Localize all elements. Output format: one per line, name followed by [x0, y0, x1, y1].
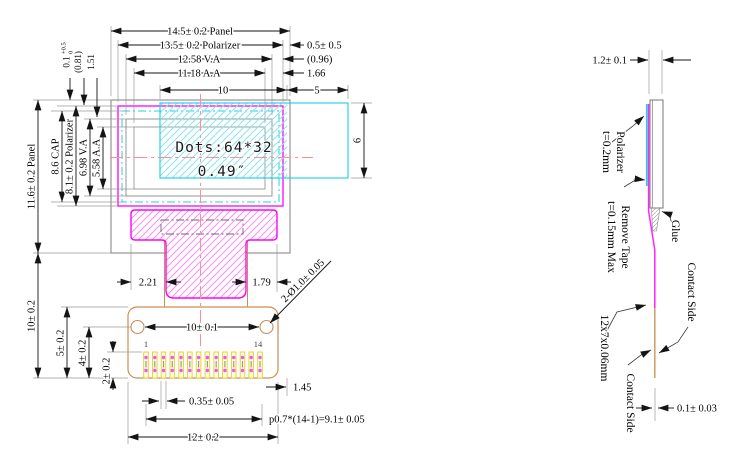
contact-bottom-leader — [627, 349, 652, 366]
dim-label-neck-right: 1.79 — [252, 278, 270, 289]
side-label-fpc-size: 12x7x0.06mm — [598, 315, 610, 382]
dim-label-tape-inner: 10 — [218, 86, 229, 97]
dim-label-cap-height: 8.6 CAP — [51, 138, 62, 174]
side-label-polarizer: Polarizer t=0.2mm — [599, 130, 628, 175]
dim-label-panel-width: 14.5± 0.2 Panel — [167, 27, 233, 38]
dim-label-pin-pitch: p0.7*(14-1)=9.1± 0.05 — [269, 415, 365, 426]
side-label-contact-top: Contact Side — [685, 262, 697, 321]
polarizer-label-line2: t=0.2mm — [600, 131, 612, 173]
dim-label-va-width: 12.58 V.A — [178, 55, 221, 66]
tolerance-sup: +0.5 — [61, 42, 68, 54]
dim-label-thickness: 1.2± 0.1 — [592, 56, 627, 67]
tolerance-sub: 0 — [68, 51, 75, 54]
dim-label-pin-width: 0.35± 0.05 — [189, 397, 234, 408]
dim-label-polarizer-width: 13.5± 0.2 Polarizer — [160, 41, 241, 52]
tape-leader — [623, 175, 646, 188]
polarizer-leader — [611, 115, 645, 143]
display-size-label: 0.49″ — [198, 164, 247, 180]
side-label-remove-tape: Remove Tape t=0.15mm Max — [604, 200, 633, 274]
tolerance-main: 0.1 — [62, 56, 72, 67]
pin-number-first: 1 — [144, 339, 148, 349]
dim-label-pin-margin: 1.45 — [293, 383, 311, 394]
display-dots-label: Dots:64*32 — [175, 140, 272, 156]
ic-outline — [160, 219, 244, 235]
dim-label-fpc-thickness: 0.1± 0.03 — [677, 404, 717, 415]
side-label-contact-bottom: Contact Side — [624, 373, 636, 432]
dim-label-neck-left: 2.21 — [139, 278, 157, 289]
side-extension-lines — [648, 50, 663, 421]
side-label-glue: Glue — [669, 220, 681, 242]
dim-label-fpc-width: 12± 0.2 — [187, 433, 219, 444]
side-glue-seal — [651, 207, 661, 232]
fpc-stiffener — [130, 209, 278, 299]
dim-label-aa-height: 5.58 A.A — [92, 138, 103, 177]
remove-tape-film — [159, 102, 349, 179]
dim-label-fpc-length: 10± 0.2 — [27, 300, 38, 332]
dim-label-top-tolerance: 0.1 +0.5 0 — [60, 42, 75, 69]
dim-label-tape-height: 6 — [353, 138, 364, 143]
side-view: 1.2± 0.1 0.1± 0.03 Polarizer t=0.2mm Rem… — [591, 50, 719, 434]
dim-label-polarizer-height: 8.1± 0.2 Polarizer — [65, 118, 76, 194]
tape-label-line1: Remove Tape — [619, 205, 631, 268]
dim-label-va-height: 6.98 V.A — [79, 138, 90, 176]
tape-outline — [159, 102, 349, 179]
dim-label-hole-span: 10± 0.1 — [186, 323, 218, 334]
dim-label-hole-offset: 4± 0.2 — [78, 340, 89, 367]
dim-label-tape-outer: 5 — [314, 86, 319, 97]
front-view: 14.5± 0.2 Panel 13.5± 0.2 Polarizer 12.5… — [25, 25, 372, 445]
tape-hatch — [160, 103, 287, 178]
mount-hole-right — [259, 319, 274, 335]
hole-leader — [269, 260, 332, 324]
fpc — [127, 209, 279, 379]
dim-label-ref2: 1.51 — [86, 54, 96, 70]
dim-label-gap1: 0.5± 0.5 — [307, 41, 342, 52]
dim-label-ref1: (0.81) — [73, 51, 83, 73]
dim-label-hole-note: 2-Ø1.0± 0.05 — [279, 257, 327, 305]
center-lines — [110, 94, 313, 346]
side-fpc-magenta — [647, 104, 656, 308]
dim-label-panel-height: 11.6± 0.2 Panel — [27, 144, 38, 210]
dim-label-gap2: (0.96) — [307, 55, 333, 66]
dimension-lines — [34, 27, 368, 441]
dim-label-aa-width: 11.18 A.A — [177, 69, 220, 80]
polarizer-label-line1: Polarizer — [614, 131, 626, 173]
pin-number-last: 14 — [254, 339, 263, 349]
contact-top-leader — [658, 326, 689, 354]
tape-label-line2: t=0.15mm Max — [605, 201, 617, 273]
dim-label-pin-depth: 2± 0.2 — [102, 358, 113, 385]
dim-label-gap3: 1.66 — [307, 69, 325, 80]
mount-hole-left — [130, 319, 145, 335]
side-labels: 1.2± 0.1 0.1± 0.03 Polarizer t=0.2mm Rem… — [591, 54, 719, 434]
dim-label-connector-height: 5± 0.2 — [56, 330, 67, 357]
side-dimension-lines — [603, 56, 691, 412]
glue-leader — [661, 211, 673, 225]
fpc-size-leader — [603, 304, 647, 337]
